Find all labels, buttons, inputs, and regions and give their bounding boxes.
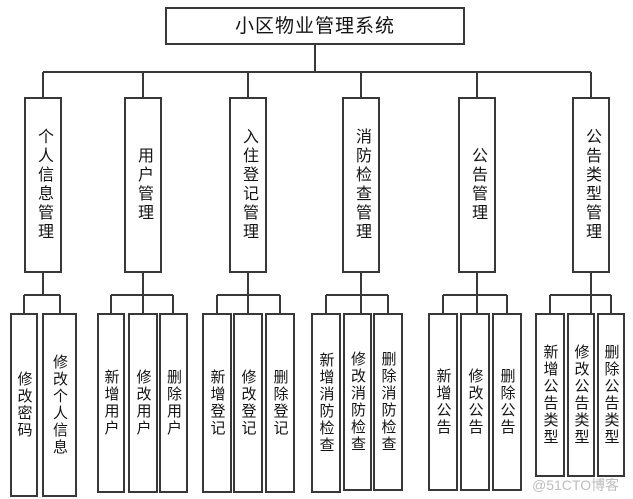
watermark-51cto: @51CTO博客 — [532, 477, 620, 493]
leaf-delete-announcement: 删除公告 — [492, 313, 522, 491]
branch-announcement-management: 公告管理 — [458, 97, 496, 273]
leaf-modify-announcement-type: 修改公告类型 — [567, 313, 595, 477]
leaf-modify-announcement: 修改公告 — [460, 313, 490, 491]
leaf-delete-fire-inspection: 删除消防检查 — [373, 313, 403, 491]
leaf-add-fire-inspection: 新增消防检查 — [311, 313, 341, 493]
leaf-add-announcement-type: 新增公告类型 — [535, 313, 565, 477]
leaf-modify-user: 修改用户 — [128, 313, 158, 493]
leaf-delete-registration: 删除登记 — [265, 313, 295, 493]
leaf-modify-fire-inspection: 修改消防检查 — [343, 313, 372, 491]
leaf-modify-personal-info: 修改个人信息 — [42, 313, 77, 497]
branch-personal-info-management: 个人信息管理 — [24, 97, 62, 273]
branch-user-management: 用户管理 — [124, 97, 162, 273]
leaf-add-announcement: 新增公告 — [428, 313, 458, 491]
leaf-modify-password: 修改密码 — [10, 313, 38, 497]
leaf-add-registration: 新增登记 — [202, 313, 232, 493]
branch-fire-inspection-management: 消防检查管理 — [342, 97, 380, 273]
branch-announcement-type-management: 公告类型管理 — [572, 97, 610, 273]
leaf-delete-user: 删除用户 — [159, 313, 188, 493]
leaf-modify-registration: 修改登记 — [233, 313, 263, 493]
node-root-system-title: 小区物业管理系统 — [165, 7, 465, 45]
leaf-add-user: 新增用户 — [97, 313, 125, 493]
branch-checkin-registration-management: 入住登记管理 — [229, 97, 267, 273]
leaf-delete-announcement-type: 删除公告类型 — [597, 313, 625, 477]
